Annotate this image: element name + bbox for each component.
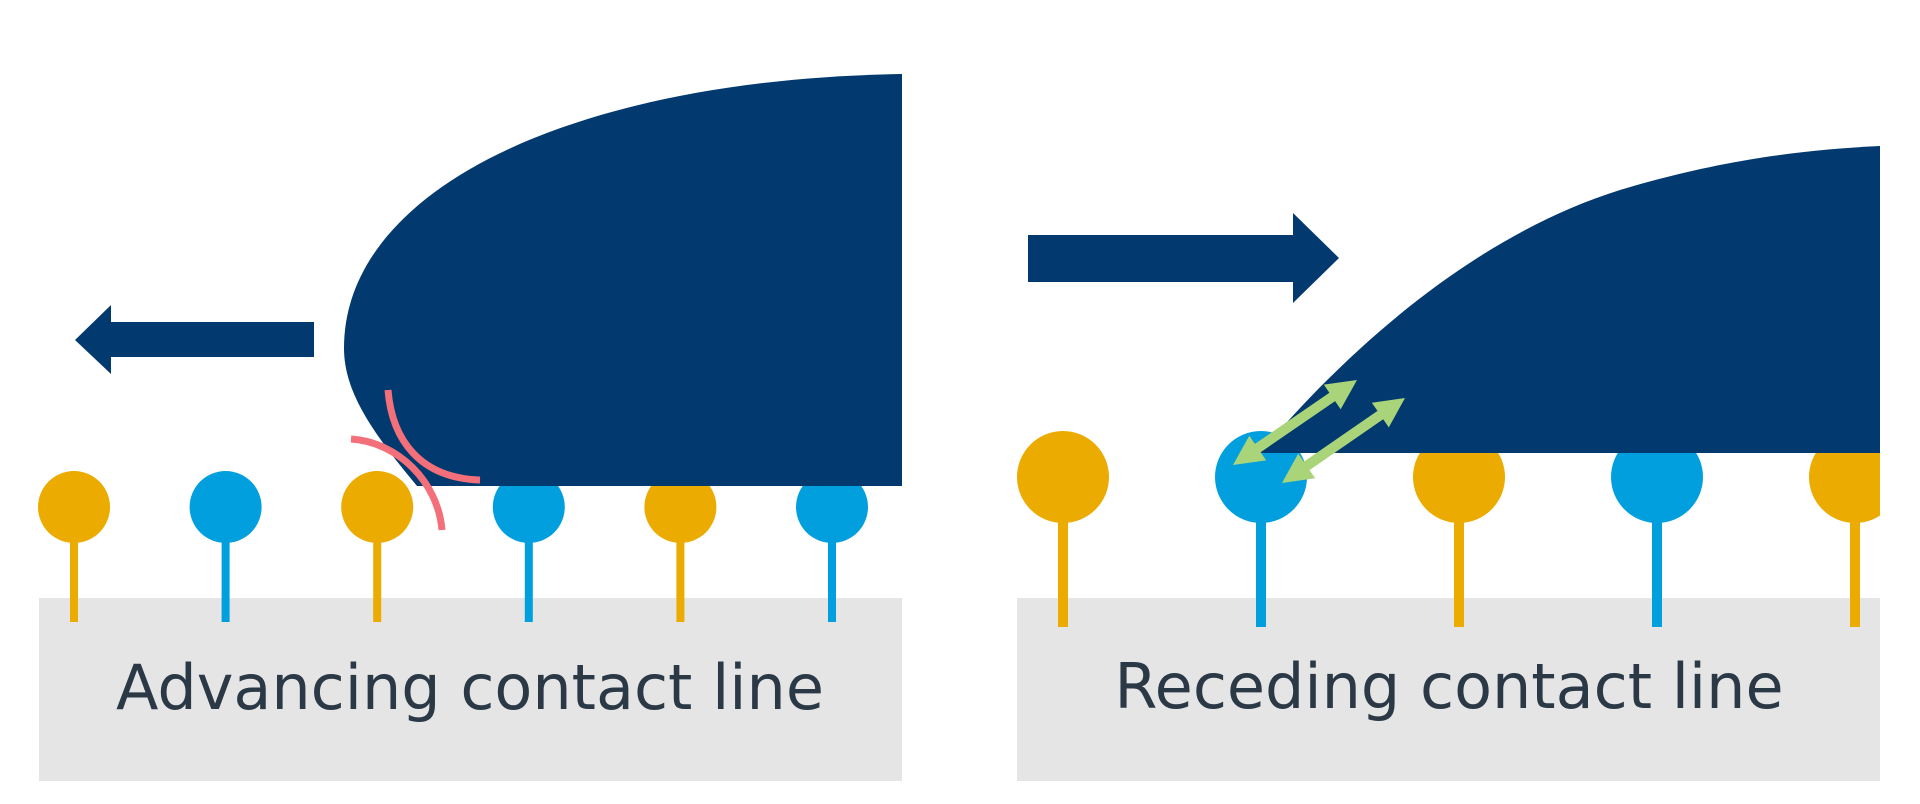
molecule-hydrophilic [1611, 431, 1703, 627]
molecule-hydrophilic [492, 471, 565, 622]
molecule-head [189, 471, 262, 543]
molecule-hydrophilic [796, 471, 868, 622]
molecule-head [796, 471, 868, 543]
molecule-hydrophobic [644, 471, 717, 622]
molecule-hydrophobic [1809, 431, 1880, 627]
double-headed-arrow-icon [1233, 380, 1357, 465]
interaction-arrows [1233, 380, 1405, 483]
droplet-receding [1260, 146, 1880, 453]
molecule-tail [524, 507, 533, 622]
molecule-tail [373, 507, 382, 622]
molecule-hydrophilic [1215, 431, 1307, 627]
molecule-head [38, 471, 110, 543]
double-headed-arrow-icon [1282, 398, 1405, 483]
molecule-tail [676, 507, 685, 622]
panel-receding: Receding contact line [1017, 146, 1880, 781]
molecule-tail [1058, 477, 1068, 627]
pinning-arc-substrate [350, 435, 446, 531]
molecule-hydrophilic [189, 471, 262, 622]
arrow-right-icon [1028, 213, 1339, 303]
molecule-head [1809, 431, 1880, 523]
molecule-tail [828, 507, 836, 622]
pinning-arcs [350, 389, 481, 531]
label-receding: Receding contact line [1114, 650, 1783, 723]
pinning-arc-droplet-edge [384, 389, 481, 484]
molecule-tail [221, 507, 230, 622]
molecule-head [1611, 431, 1703, 523]
molecule-head [1413, 431, 1505, 523]
molecule-tail [70, 507, 78, 622]
molecule-tail [1850, 477, 1860, 627]
molecule-row-receding [1017, 431, 1880, 627]
molecule-head [492, 471, 565, 543]
droplet-advancing [344, 74, 902, 486]
molecule-hydrophobic [341, 471, 414, 622]
molecule-head [341, 471, 414, 543]
molecule-tail [1256, 477, 1266, 627]
arrow-left-icon [75, 305, 314, 374]
molecule-head [1017, 431, 1109, 523]
molecule-tail [1454, 477, 1464, 627]
molecule-hydrophobic [1413, 431, 1505, 627]
molecule-tail [1652, 477, 1662, 627]
substrate-advancing [39, 598, 902, 781]
panel-advancing: Advancing contact line [38, 74, 902, 781]
molecule-hydrophobic [38, 471, 110, 622]
label-advancing: Advancing contact line [116, 651, 824, 724]
molecule-hydrophobic [1017, 431, 1109, 627]
molecule-head [1215, 431, 1307, 523]
molecule-row-advancing [38, 471, 868, 622]
substrate-receding [1017, 598, 1880, 781]
molecule-head [644, 471, 717, 543]
